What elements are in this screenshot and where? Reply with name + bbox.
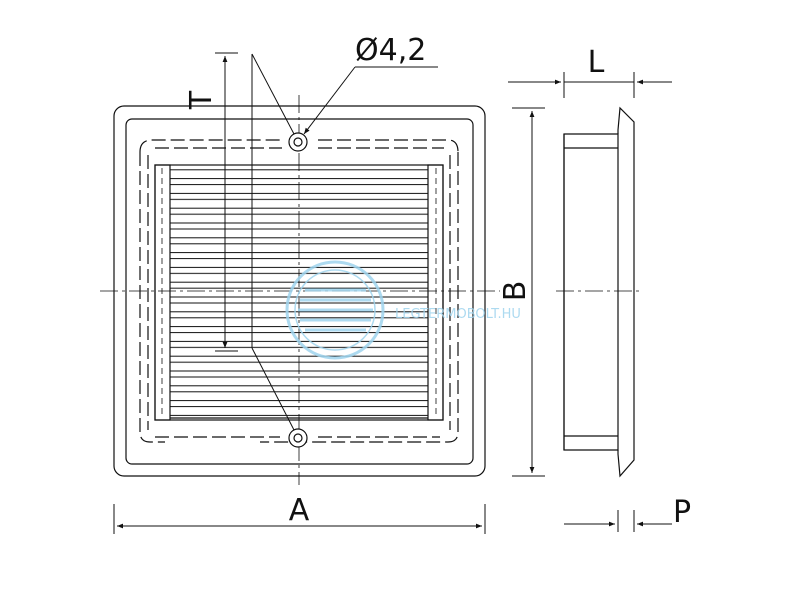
dim-A-label: A xyxy=(289,493,310,528)
dim-T xyxy=(215,52,238,352)
dim-L-label: L xyxy=(588,45,605,80)
dim-P-label: P xyxy=(673,495,691,530)
dim-A xyxy=(113,504,486,534)
dim-T-label: T xyxy=(184,90,219,110)
hole-callout xyxy=(251,53,438,431)
center-lines xyxy=(100,95,640,485)
dim-B xyxy=(512,107,545,477)
flange-dashed xyxy=(139,139,459,443)
mounting-holes xyxy=(288,132,308,448)
dim-B-label: B xyxy=(498,281,533,302)
side-flange xyxy=(617,106,635,478)
louver-inner-left xyxy=(154,164,171,421)
side-body xyxy=(563,133,619,451)
dim-P xyxy=(564,510,672,532)
watermark-text: LEGTERMOBOLT.HU xyxy=(395,307,521,322)
watermark-logo xyxy=(285,260,385,360)
hole-diameter-label: Ø4,2 xyxy=(355,33,426,68)
louver-inner-right xyxy=(427,164,444,421)
inner-frame xyxy=(125,118,474,465)
watermark: LEGTERMOBOLT.HU xyxy=(285,260,521,360)
dim-L xyxy=(508,72,672,98)
side-view xyxy=(563,106,635,478)
